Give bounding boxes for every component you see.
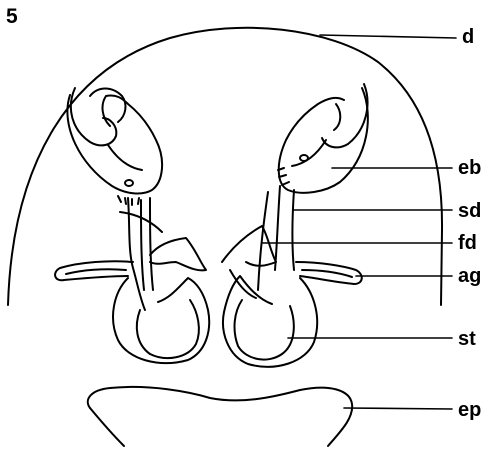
left-duct-core <box>141 200 144 290</box>
epigastric-plate-left-base <box>90 408 124 446</box>
left-bulb-hook-inner <box>90 89 125 123</box>
left-gland <box>55 261 133 280</box>
left-duct-inner <box>150 198 153 290</box>
right-duct-outer <box>275 186 280 270</box>
figure-number: 5 <box>6 6 18 27</box>
left-bulb-tip <box>108 145 142 170</box>
right-bulb-tip <box>292 140 326 166</box>
right-sac <box>223 276 317 367</box>
leader-ep <box>344 408 452 409</box>
dome-outline <box>8 28 442 305</box>
label-ag: ag <box>458 266 481 286</box>
right-flap <box>222 226 276 266</box>
label-eb: eb <box>458 158 481 178</box>
left-sac-inner <box>137 300 199 358</box>
left-bulb <box>67 95 162 193</box>
left-bulb-spot <box>125 180 133 186</box>
right-bulb-hook <box>322 84 367 147</box>
left-flap <box>150 238 206 270</box>
label-ep: ep <box>458 400 481 420</box>
leader-lines <box>262 35 456 409</box>
right-gland-inner <box>302 270 352 277</box>
left-gland-inner <box>66 269 126 274</box>
right-duct-long <box>258 192 268 290</box>
label-fd: fd <box>458 233 477 253</box>
left-genital-structure <box>55 88 209 363</box>
label-st: st <box>458 329 476 349</box>
label-sd: sd <box>458 201 481 221</box>
right-duct-inner <box>293 190 295 270</box>
right-bulb-spot <box>300 155 308 161</box>
right-gland <box>296 262 362 284</box>
right-bulb-hook-inner <box>334 104 340 130</box>
leader-d <box>320 35 456 38</box>
epigastric-plate <box>88 387 352 446</box>
right-genital-structure <box>222 84 368 367</box>
label-d: d <box>462 27 474 47</box>
right-sac-inner <box>235 300 294 360</box>
left-sac <box>113 278 209 363</box>
